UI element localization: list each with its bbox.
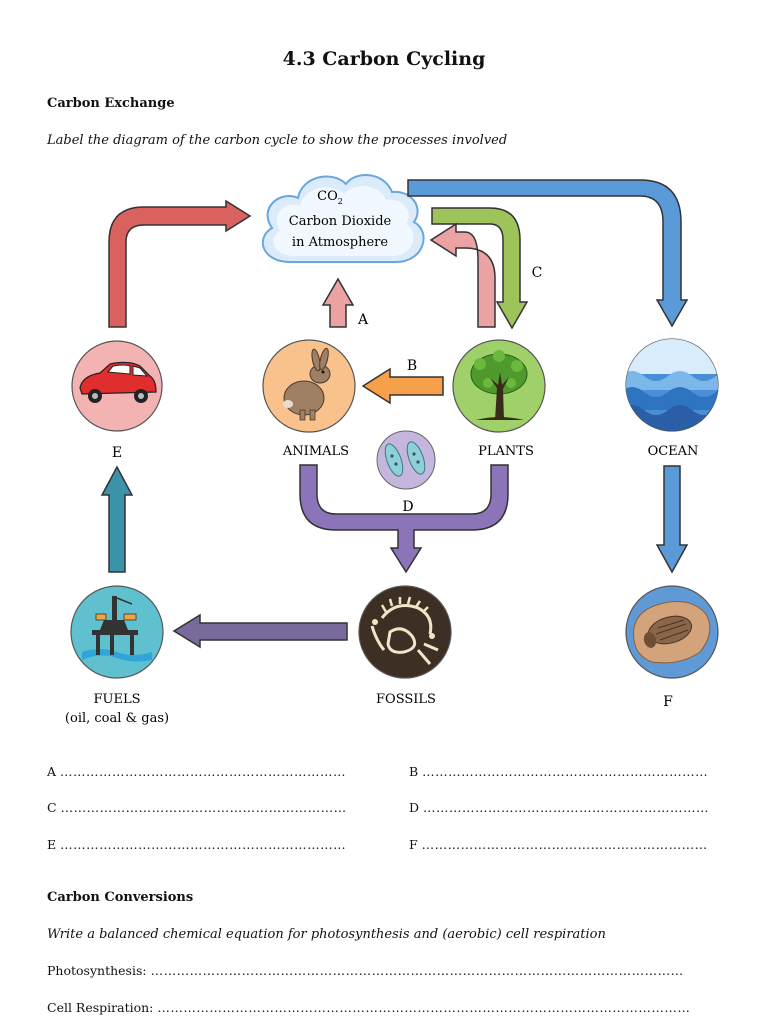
answer-label-a: A <box>47 764 57 779</box>
cell-respiration-label: Cell Respiration: <box>47 1000 154 1015</box>
section-heading-carbon-exchange: Carbon Exchange <box>47 96 175 111</box>
ocean-icon <box>625 338 719 432</box>
bacteria-icon <box>376 430 436 490</box>
arrow-label-b: B <box>407 358 417 374</box>
cloud-atmosphere-text: in Atmosphere <box>292 235 388 250</box>
atmosphere-cloud-icon <box>261 173 425 263</box>
ocean-absorption-arrow <box>407 179 689 328</box>
cloud-carbon-dioxide-text: Carbon Dioxide <box>289 214 392 229</box>
node-label-animals: ANIMALS <box>282 444 349 459</box>
trilobite-fossil-icon <box>625 585 719 679</box>
rabbit-icon <box>262 339 356 433</box>
photosynthesis-arrow-c <box>431 207 529 330</box>
decomposition-arrow-d <box>299 464 509 574</box>
node-label-fossils: FOSSILS <box>376 692 436 707</box>
combustion-arrow <box>108 199 252 328</box>
car-icon <box>71 340 163 432</box>
node-label-plants: PLANTS <box>478 444 534 459</box>
page-title: 4.3 Carbon Cycling <box>282 48 486 70</box>
answer-label-d: D <box>409 800 420 815</box>
fossilisation-arrow <box>172 613 348 649</box>
photosynthesis-answer-line[interactable]: Photosynthesis: ………………………………………………………………… <box>47 963 702 978</box>
carbon-cycle-diagram: CO2 Carbon Dioxide in Atmosphere A B C D… <box>65 173 719 726</box>
answer-line-b[interactable]: B ……………………………………………………………… <box>409 764 709 779</box>
answer-dots: ……………………………………………………………… <box>421 837 709 852</box>
arrow-label-a: A <box>357 312 369 328</box>
answer-label-f: F <box>409 837 418 852</box>
ocean-sediment-arrow <box>655 465 689 574</box>
answer-label-b: B <box>409 764 419 779</box>
oil-rig-icon <box>70 585 164 679</box>
answer-label-c: C <box>47 800 57 815</box>
equation-instruction-text: Write a balanced chemical equation for p… <box>47 927 606 942</box>
cloud-co2-text: CO2 <box>317 189 343 206</box>
node-label-ocean: OCEAN <box>648 444 699 459</box>
answer-dots: ……………………………………………………………… <box>423 800 709 815</box>
answer-dots: ……………………………………………………………… <box>60 837 347 852</box>
arrow-label-c: C <box>532 265 543 281</box>
instruction-text: Label the diagram of the carbon cycle to… <box>47 133 508 148</box>
answer-line-a[interactable]: A ……………………………………………………………… <box>47 764 347 779</box>
animal-respiration-arrow-a <box>321 277 355 328</box>
answer-dots: ……………………………………………………………… <box>422 764 709 779</box>
cell-respiration-answer-line[interactable]: Cell Respiration: …………………………………………………………… <box>47 1000 702 1015</box>
answer-line-c[interactable]: C ……………………………………………………………… <box>47 800 347 815</box>
answer-dots: ……………………………………………………………… <box>60 800 347 815</box>
answer-dots: …………………………………………………………………………………………………………… <box>150 963 684 978</box>
section-heading-carbon-conversions: Carbon Conversions <box>47 890 194 905</box>
answer-dots: …………………………………………………………………………………………………………… <box>157 1000 691 1015</box>
feeding-arrow-b <box>361 367 444 405</box>
fossil-bones-icon <box>358 585 452 679</box>
arrow-label-d: D <box>402 499 413 515</box>
photosynthesis-label: Photosynthesis: <box>47 963 147 978</box>
node-label-fuels: FUELS <box>93 692 140 707</box>
node-label-e: E <box>112 445 122 461</box>
answer-dots: ……………………………………………………………… <box>60 764 347 779</box>
extraction-arrow <box>100 465 134 573</box>
answer-label-e: E <box>47 837 57 852</box>
node-label-f: F <box>663 694 673 710</box>
answer-line-d[interactable]: D ……………………………………………………………… <box>409 800 709 815</box>
tree-icon <box>452 339 546 433</box>
answer-line-f[interactable]: F ……………………………………………………………… <box>409 837 709 852</box>
plant-respiration-arrow <box>429 222 496 328</box>
node-label-fuels-sub: (oil, coal & gas) <box>65 711 169 726</box>
answer-line-e[interactable]: E ……………………………………………………………… <box>47 837 347 852</box>
